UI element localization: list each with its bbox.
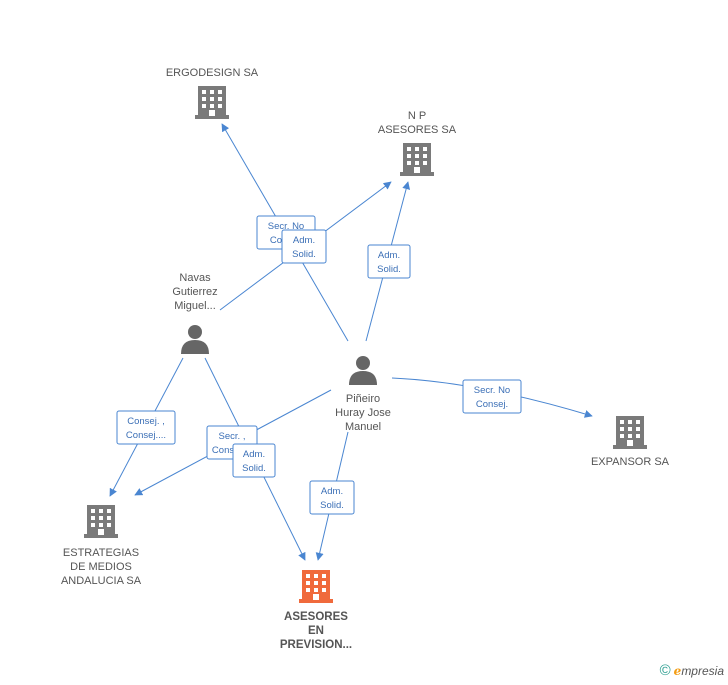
edge-label-navas-np[interactable]: Adm. Solid. [281, 229, 327, 264]
company-node-expansor[interactable]: EXPANSOR SA [591, 416, 670, 468]
building-icon [195, 86, 229, 119]
edge-label-pineiro-asesores[interactable]: Adm. Solid. [309, 480, 355, 515]
edge-labels-layer: Secr. No Consej. Adm. Solid. Adm. Solid. Secr.… [116, 215, 522, 515]
edge-label-pineiro-expansor[interactable]: Secr. No Consej. [462, 379, 522, 414]
node-label: EXPANSOR SA [591, 456, 670, 468]
edge-label-box [309, 480, 355, 515]
node-label: Miguel... [174, 300, 216, 312]
edge-label-navas-asesores[interactable]: Adm. Solid. [232, 443, 276, 478]
edge-label-text: Solid. [242, 463, 266, 474]
edge-label-text: Adm. [378, 250, 400, 261]
edge-label-box [462, 379, 522, 414]
node-label: DE MEDIOS [70, 561, 132, 573]
edge-label-text: Consej.... [212, 445, 252, 456]
person-node-navas[interactable]: NavasGutierrezMiguel... [172, 272, 218, 354]
node-label: EN [308, 625, 324, 637]
company-node-np[interactable]: N P ASESORES SA [378, 110, 457, 176]
node-label: ESTRATEGIAS [63, 547, 139, 559]
node-label: Gutierrez [172, 286, 217, 298]
edge-label-text: Adm. [243, 449, 265, 460]
edge-label-box [281, 229, 327, 264]
edge-label-text: Solid. [320, 500, 344, 511]
edge-label-text: Solid. [377, 264, 401, 275]
building-icon [400, 143, 434, 176]
person-icon [349, 356, 377, 385]
copyright-icon: © [659, 662, 671, 679]
node-label: ASESORES SA [378, 124, 457, 136]
edge-label-text: Secr. No [268, 221, 304, 232]
company-node-estrategias[interactable]: ESTRATEGIAS DE MEDIOS ANDALUCIA SA [61, 505, 142, 587]
building-icon [84, 505, 118, 538]
node-label: Huray Jose [335, 407, 391, 419]
brand-footer: ©empresia [660, 662, 724, 679]
building-icon [613, 416, 647, 449]
edge-label-text: Solid. [292, 249, 316, 260]
edge-label-box [116, 410, 176, 445]
edge-label-pineiro-np[interactable]: Adm. Solid. [367, 244, 411, 279]
edge-label-text: Secr. No [474, 385, 510, 396]
node-label: PREVISION... [280, 639, 352, 651]
edge-label-text: Consej.... [126, 430, 166, 441]
node-label: ASESORES [284, 611, 348, 623]
company-node-asesores[interactable]: ASESORES EN PREVISION... [280, 570, 352, 651]
person-icon [181, 325, 209, 354]
node-label: ERGODESIGN SA [166, 67, 259, 79]
node-label: ANDALUCIA SA [61, 575, 142, 587]
edge-label-text: Consej. , [127, 416, 165, 427]
node-label: Piñeiro [346, 393, 380, 405]
edge-label-text: Consej. [476, 399, 508, 410]
node-label: Navas [179, 272, 211, 284]
brand-logo-initial: e [673, 664, 682, 678]
edge-label-text: Secr. , [219, 431, 246, 442]
node-label: Manuel [345, 421, 381, 433]
edge-label-text: Adm. [293, 235, 315, 246]
node-label: N P [408, 110, 426, 122]
building-icon [299, 570, 333, 603]
nodes-layer: ERGODESIGN SA N P ASESORES SA NavasGutierre… [61, 67, 670, 651]
edge-label-box [367, 244, 411, 279]
brand-logo-text: mpresia [681, 664, 724, 678]
edge-label-box [232, 443, 276, 478]
edge-label-navas-estrategias[interactable]: Consej. , Consej.... [116, 410, 176, 445]
company-node-ergodesign[interactable]: ERGODESIGN SA [166, 67, 259, 119]
edge-label-text: Adm. [321, 486, 343, 497]
